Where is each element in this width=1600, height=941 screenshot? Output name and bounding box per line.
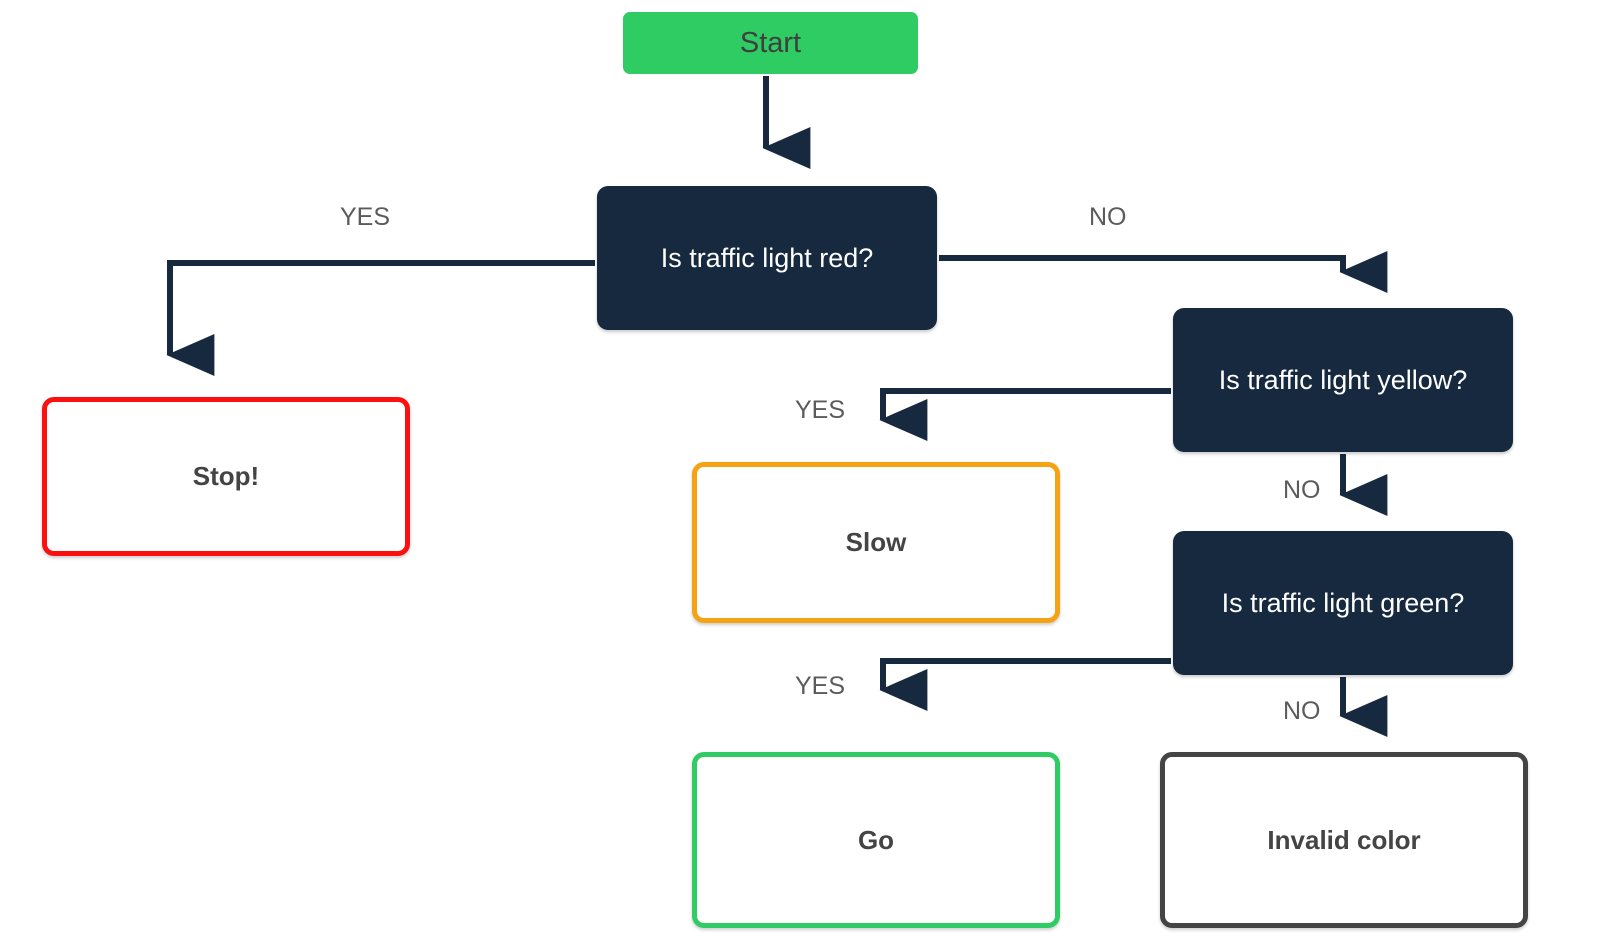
edge-label-q-red-yes: YES [340, 203, 391, 231]
edge-label-q-yellow-yes: YES [795, 396, 846, 424]
node-start[interactable]: Start [623, 12, 918, 74]
node-decision-is-traffic-light-red-label: Is traffic light red? [660, 242, 874, 273]
node-decision-is-traffic-light-yellow[interactable]: Is traffic light yellow? [1173, 308, 1513, 452]
connector-q-green-yes-to-go [879, 658, 1171, 711]
edge-label-q-red-no: NO [1089, 203, 1127, 231]
node-outcome-slow-label: Slow [845, 527, 907, 557]
connector-q-red-yes-to-stop [166, 260, 595, 376]
edge-label-q-green-no: NO [1283, 697, 1321, 725]
node-decision-is-traffic-light-yellow-label: Is traffic light yellow? [1218, 364, 1468, 395]
node-outcome-go-label: Go [857, 824, 895, 855]
edge-label-q-yellow-no: NO [1283, 476, 1321, 504]
connector-q-yellow-yes-to-slow [879, 388, 1171, 441]
node-decision-is-traffic-light-red[interactable]: Is traffic light red? [597, 186, 937, 330]
edge-label-q-green-yes: YES [795, 672, 846, 700]
node-outcome-invalid-color[interactable]: Invalid color [1160, 752, 1528, 928]
node-outcome-stop[interactable]: Stop! [42, 397, 410, 556]
connector-q-red-no-to-q-yellow [939, 251, 1388, 293]
node-outcome-slow[interactable]: Slow [692, 462, 1060, 623]
node-start-label: Start [739, 26, 802, 59]
node-outcome-go[interactable]: Go [692, 752, 1060, 928]
node-outcome-invalid-color-label: Invalid color [1267, 824, 1421, 855]
node-decision-is-traffic-light-green-label: Is traffic light green? [1221, 587, 1465, 618]
node-decision-is-traffic-light-green[interactable]: Is traffic light green? [1173, 531, 1513, 675]
node-outcome-stop-label: Stop! [192, 461, 260, 491]
